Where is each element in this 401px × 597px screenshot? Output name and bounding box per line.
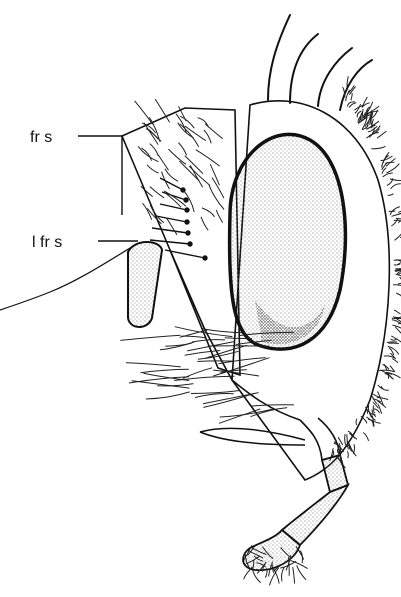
- hair-stroke: [252, 405, 294, 406]
- hair-stroke: [395, 315, 401, 318]
- hair-stroke: [168, 149, 186, 164]
- hair-stroke: [297, 565, 306, 580]
- hair-stroke: [282, 567, 285, 582]
- hair-stroke: [204, 130, 211, 143]
- hair-stroke: [388, 194, 394, 196]
- hair-stroke: [219, 409, 260, 423]
- hair-stroke: [347, 451, 348, 458]
- hair-stroke: [394, 232, 401, 240]
- hair-stroke: [394, 310, 400, 314]
- hair-stroke: [349, 103, 356, 108]
- hair-stroke: [140, 369, 188, 373]
- hair-stroke: [144, 123, 158, 145]
- hair-stroke: [196, 150, 220, 166]
- hair-stroke: [120, 335, 180, 340]
- hair-stroke: [195, 394, 234, 398]
- hair-stroke: [213, 370, 259, 376]
- hair-stroke: [165, 169, 178, 182]
- hair-stroke: [135, 101, 153, 125]
- label-frontal-setae: fr s: [30, 129, 52, 146]
- hair-stroke: [293, 567, 295, 584]
- hair-stroke: [362, 109, 363, 119]
- hair-stroke: [185, 126, 206, 141]
- hair-stroke: [179, 143, 187, 156]
- palpus: [200, 428, 305, 445]
- hair-stroke: [338, 437, 343, 445]
- hair-stroke: [147, 165, 159, 173]
- hair-stroke: [391, 339, 398, 340]
- hair-stroke: [373, 402, 379, 408]
- hair-stroke: [244, 568, 252, 579]
- hair-stroke: [377, 398, 388, 400]
- hair-stroke: [368, 405, 371, 417]
- hair-stroke: [296, 546, 304, 559]
- hair-stroke: [209, 185, 224, 209]
- hair-stroke: [179, 161, 199, 181]
- hair-stroke: [146, 392, 190, 399]
- hair-stroke: [126, 363, 181, 367]
- hair-stroke: [201, 217, 208, 231]
- antenna: [128, 242, 162, 327]
- hair-stroke: [208, 346, 269, 347]
- hair-stroke: [391, 218, 398, 226]
- label-lower-frontal-setae: l fr s: [32, 234, 62, 251]
- hair-stroke: [150, 144, 159, 156]
- hair-stroke: [378, 404, 382, 414]
- hair-stroke: [371, 146, 385, 148]
- proboscis-haustellum: [282, 485, 348, 545]
- hair-stroke: [351, 93, 352, 100]
- hair-stroke: [383, 173, 393, 177]
- hair-stroke: [216, 210, 222, 223]
- hair-stroke: [377, 131, 386, 138]
- hair-stroke: [363, 433, 369, 441]
- hair-stroke: [390, 179, 401, 181]
- hair-stroke: [387, 342, 397, 343]
- arista: [0, 245, 135, 310]
- compound-eye-outline: [230, 134, 346, 349]
- hair-stroke: [356, 419, 357, 425]
- hair-stroke: [393, 285, 401, 286]
- hair-stroke: [392, 359, 398, 363]
- hair-stroke: [373, 399, 381, 402]
- hair-stroke: [185, 351, 220, 356]
- hair-stroke: [132, 381, 190, 388]
- hair-stroke: [395, 268, 401, 269]
- hair-stroke: [391, 184, 401, 189]
- hair-stroke: [288, 557, 289, 576]
- vertex-bristles: [268, 15, 372, 110]
- hair-stroke: [202, 208, 215, 217]
- hair-stroke: [387, 164, 400, 173]
- hair-stroke: [191, 391, 239, 394]
- hair-stroke: [158, 155, 168, 171]
- hair-stroke: [220, 409, 274, 417]
- hair-stroke: [192, 340, 225, 342]
- hair-stroke: [396, 293, 401, 299]
